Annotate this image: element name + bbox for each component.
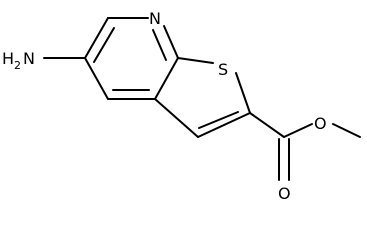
molecule-drawing: N S O O H 2 N	[2, 9, 361, 203]
bond-c7a-s1	[177, 57, 214, 64]
atom-o-ester: O	[314, 114, 327, 133]
bond-s1-c2	[235, 72, 251, 114]
bond-c7a-c3a	[154, 57, 179, 100]
bond-n7-c7a-inner	[152, 29, 167, 61]
bond-c2-ccarbonyl	[249, 112, 285, 138]
bond-c4-c5	[84, 57, 109, 100]
atom-n-ring: N	[149, 9, 161, 28]
bond-c5-c6	[84, 17, 109, 59]
molecule-canvas: N S O O H 2 N	[2, 9, 361, 203]
atom-o-carbonyl: O	[278, 184, 291, 203]
bond-c2-c3-inner	[198, 111, 239, 129]
atom-amine-subscript: 2	[14, 59, 21, 72]
bond-ccarbonyl-oester	[283, 123, 313, 138]
bond-n7-c7a	[163, 25, 179, 59]
atom-s-ring: S	[218, 60, 228, 79]
bond-c3-c3a	[154, 98, 199, 138]
atom-amine-h: H	[2, 49, 14, 68]
bond-oester-methyl	[332, 123, 361, 138]
bond-c5-c6-inner	[93, 27, 115, 63]
bond-c2-c3	[197, 112, 251, 138]
atom-amine-n: N	[23, 49, 35, 68]
